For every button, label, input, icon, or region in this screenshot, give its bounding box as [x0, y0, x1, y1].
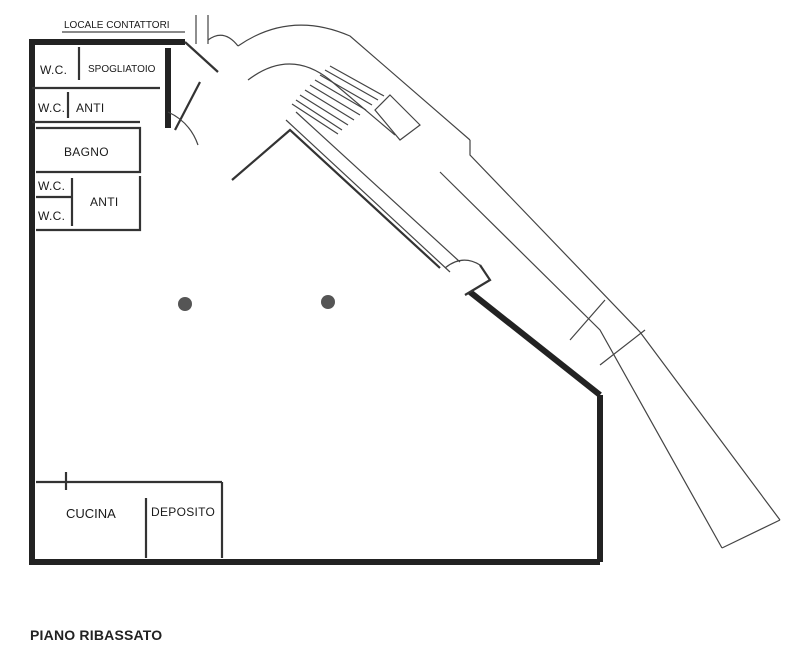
diagonal-wall-lower [468, 289, 602, 398]
pillar-left [178, 297, 192, 311]
pillar-right [321, 295, 335, 309]
stair-treads [291, 65, 385, 135]
wc-lower-box [36, 176, 142, 232]
ramp-cross-2 [599, 329, 646, 366]
label-wc-2: W.C. [38, 101, 65, 115]
ramp-inner-long [439, 171, 723, 549]
ramp-end [721, 519, 781, 549]
ramp-outer-long [469, 140, 781, 521]
entrance-area [62, 15, 239, 146]
label-wc-4: W.C. [38, 209, 65, 223]
label-locale-contattori: LOCALE CONTATTORI [64, 20, 170, 31]
ramp-landing [374, 94, 421, 141]
inner-jamb [174, 81, 201, 131]
bagno-box [36, 126, 142, 174]
corridor-jamb [464, 264, 492, 296]
entrance-diag [184, 41, 219, 73]
label-cucina: CUCINA [66, 506, 116, 521]
plan-caption: PIANO RIBASSATO [30, 627, 163, 643]
inner-door-arc [167, 111, 199, 146]
corridor-line-2 [295, 111, 461, 263]
label-bagno: BAGNO [64, 145, 109, 159]
outer-walls [29, 39, 603, 565]
diagonal-wall-upper [231, 128, 441, 269]
ramp-cross-1 [569, 299, 606, 341]
ramp-inner-curve [247, 63, 396, 136]
corridor-line-1 [285, 119, 451, 273]
label-spogliatoio: SPOGLIATOIO [88, 64, 156, 75]
bottom-rooms [36, 472, 224, 558]
label-anti-1: ANTI [76, 101, 105, 115]
ramp-outer-curve [237, 24, 471, 141]
label-anti-2: ANTI [90, 195, 119, 209]
label-deposito: DEPOSITO [151, 505, 215, 519]
corridor-door-arc [444, 259, 481, 269]
ramp [237, 24, 781, 549]
label-wc-3: W.C. [38, 179, 65, 193]
label-wc-1: W.C. [40, 63, 67, 77]
service-block [32, 47, 171, 232]
door-arc-entrance [207, 34, 239, 47]
